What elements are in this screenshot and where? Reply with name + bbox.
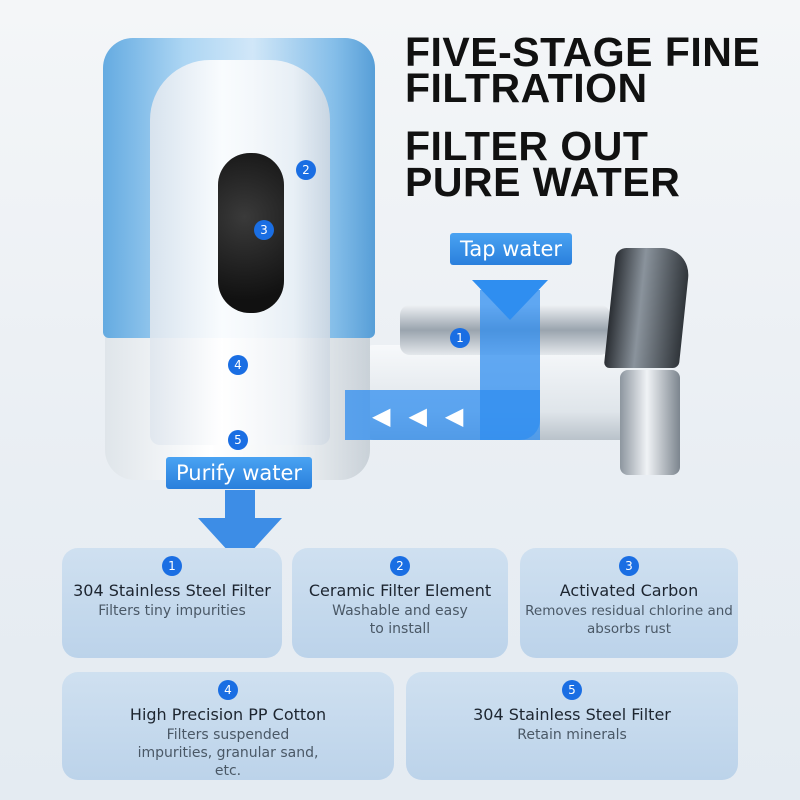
stage-title: 304 Stainless Steel Filter [473,705,671,724]
purify-arrow-stem [225,490,255,518]
tap-water-label: Tap water [450,233,573,265]
headline: FIVE-STAGE FINE FILTRATION [405,29,761,111]
stage-number-badge: 2 [390,556,410,576]
marker-4: 4 [228,355,248,375]
stage-title: 304 Stainless Steel Filter [73,581,271,600]
stage-card-3: 3 Activated Carbon Removes residual chlo… [520,548,738,658]
arrow-down-icon [472,280,548,320]
stage-number-badge: 4 [218,680,238,700]
stage-title: Ceramic Filter Element [308,581,492,600]
stage-title: High Precision PP Cotton [129,705,327,724]
headline-line: PURE WATER [405,159,681,205]
stage-number-badge: 5 [562,680,582,700]
carbon-element [218,153,284,313]
stage-number-badge: 1 [162,556,182,576]
subheadline: FILTER OUT PURE WATER [405,123,681,205]
stage-card-1: 1 304 Stainless Steel Filter Filters tin… [62,548,282,658]
headline-line: FIVE-STAGE FINE [405,29,761,75]
headline-line: FILTRATION [405,65,648,111]
stage-description: Filters tiny impurities [98,603,246,619]
stage-card-4: 4 High Precision PP Cotton Filters suspe… [62,672,394,780]
flow-arrows-left-icon: ◀◀◀ [372,402,482,430]
stage-description: Retain minerals [517,727,627,743]
marker-1: 1 [450,328,470,348]
stage-description: Washable and easy to install [332,603,468,637]
flow-channel-horizontal [345,390,540,440]
stage-description: Removes residual chlorine and absorbs ru… [525,603,733,637]
stage-card-5: 5 304 Stainless Steel Filter Retain mine… [406,672,738,780]
marker-3: 3 [254,220,274,240]
stage-number-badge: 3 [619,556,639,576]
marker-2: 2 [296,160,316,180]
headline-line: FILTER OUT [405,123,649,169]
faucet-spout [620,370,680,475]
purify-water-label: Purify water [166,457,313,489]
faucet-lever [603,248,692,368]
stage-title: Activated Carbon [559,581,699,600]
marker-5: 5 [228,430,248,450]
stage-description: Filters suspended impurities, granular s… [137,727,319,779]
stage-card-2: 2 Ceramic Filter Element Washable and ea… [292,548,508,658]
